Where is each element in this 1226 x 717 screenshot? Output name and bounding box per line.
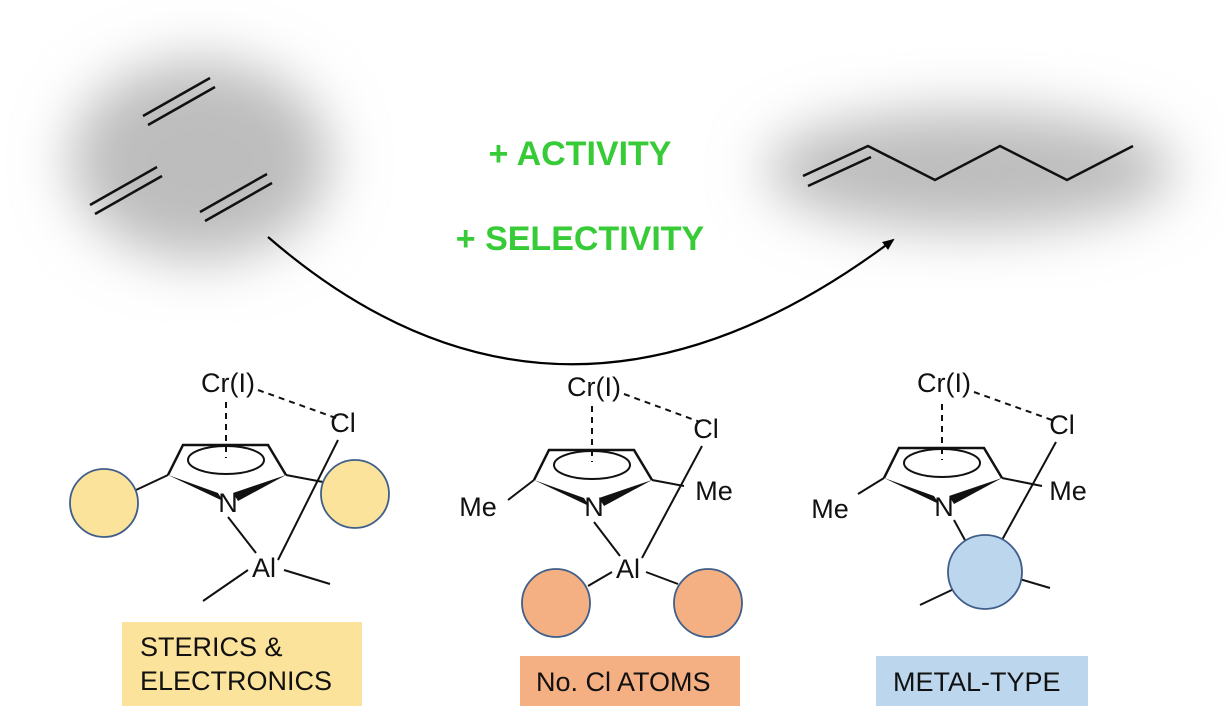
methyl-label-right: Me — [1049, 476, 1087, 506]
metal-type-label: METAL-TYPE — [876, 656, 1088, 706]
n-al-bond — [227, 516, 257, 554]
chloride-ligand-left — [521, 568, 591, 638]
methyl-label-left: Me — [811, 494, 849, 524]
metal-center-circle — [947, 534, 1023, 610]
chloride-ligand-right — [673, 568, 743, 638]
bulky-substituent-left — [69, 468, 139, 538]
al-ligand-bond — [587, 571, 613, 587]
chlorine-label: Cl — [693, 414, 719, 444]
metal-ligand-bond — [919, 587, 957, 606]
ethylene-molecule — [199, 172, 273, 223]
nitrogen-label: N — [218, 488, 238, 518]
chromium-label: Cr(I) — [917, 368, 971, 398]
methyl-bond — [857, 477, 885, 495]
aluminium-label: Al — [252, 553, 276, 583]
pyrrole-ring — [882, 446, 1004, 504]
cl-metal-bond — [1001, 441, 1057, 541]
selectivity-effect: + SELECTIVITY — [456, 220, 705, 258]
pyrrole-ring — [532, 448, 654, 506]
complex-cl-atoms: Cr(I) Cl N Al Me Me — [459, 372, 743, 638]
cl-al-bond — [641, 445, 703, 559]
bulky-substituent-right — [320, 459, 390, 529]
al-methyl-bond — [283, 569, 331, 585]
cr-cl-dashed-bond — [973, 391, 1053, 421]
product-cloud — [765, 110, 1175, 230]
pyrrole-ring — [166, 443, 288, 501]
al-methyl-bond — [202, 569, 249, 602]
methyl-bond — [1001, 477, 1043, 487]
n-al-bond — [593, 521, 621, 557]
ethylene-molecule — [89, 165, 163, 216]
hexene-molecule — [802, 144, 1134, 188]
chlorine-label: Cl — [1049, 410, 1075, 440]
cl-al-bond — [277, 439, 339, 561]
cl-atoms-label-text: No. Cl ATOMS — [536, 667, 711, 697]
n-metal-bond — [953, 519, 967, 543]
substituent-bond — [135, 474, 169, 491]
metal-type-label-text: METAL-TYPE — [893, 667, 1061, 697]
substituent-bond — [285, 474, 324, 483]
ethylene-molecule — [142, 76, 216, 127]
complex-sterics: Cr(I) Cl N Al — [69, 368, 390, 602]
reactant-cloud — [70, 60, 330, 260]
complex-metal-type: Cr(I) Cl N Me Me — [811, 368, 1087, 610]
nitrogen-label: N — [584, 492, 604, 522]
cl-atoms-label: No. Cl ATOMS — [520, 656, 740, 706]
methyl-label-right: Me — [695, 476, 733, 506]
nitrogen-label: N — [934, 492, 954, 522]
sterics-electronics-label: STERICS & ELECTRONICS — [122, 622, 362, 706]
aluminium-label: Al — [616, 554, 640, 584]
methyl-bond — [651, 479, 685, 487]
chlorine-label: Cl — [330, 408, 356, 438]
methyl-bond — [507, 479, 535, 501]
reactants-ethylene — [70, 60, 330, 260]
reaction-arrow — [267, 236, 895, 366]
chromium-label: Cr(I) — [567, 372, 621, 402]
activity-effect: + ACTIVITY — [489, 135, 672, 173]
chromium-label: Cr(I) — [201, 368, 255, 398]
sterics-label-line2: ELECTRONICS — [140, 666, 333, 696]
al-ligand-bond — [645, 571, 679, 585]
methyl-label-left: Me — [459, 492, 497, 522]
cr-cl-dashed-bond — [623, 393, 701, 423]
cr-cl-dashed-bond — [257, 389, 337, 419]
sterics-label-line1: STERICS & — [140, 632, 283, 662]
product-1-hexene — [765, 110, 1175, 230]
